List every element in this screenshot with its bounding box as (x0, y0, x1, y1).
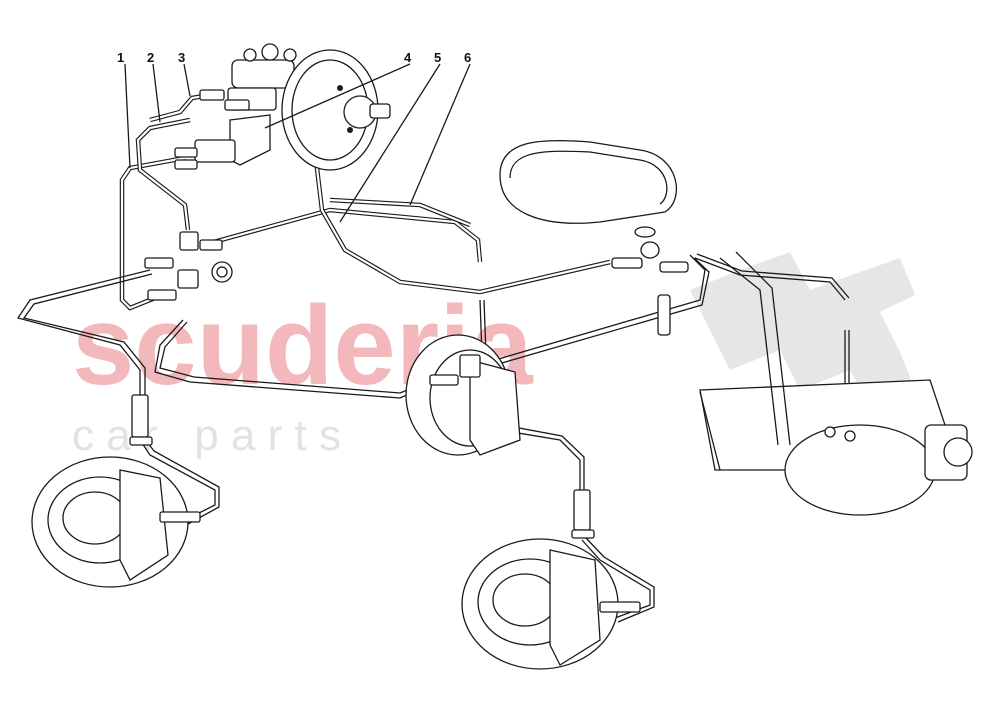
callout-labels: 1 2 3 4 5 6 (117, 50, 471, 65)
fluid-reservoir (499, 139, 689, 336)
callout-1: 1 (117, 50, 124, 65)
brake-booster-assembly (174, 43, 391, 171)
brake-disc-center (405, 334, 521, 456)
junction-fittings (144, 231, 233, 301)
callout-5: 5 (434, 50, 441, 65)
callout-6: 6 (464, 50, 471, 65)
rear-tank-assembly (699, 251, 973, 516)
callout-3: 3 (178, 50, 185, 65)
watermark-subtitle: c a r p a r t s (72, 411, 341, 460)
brake-disc-left (31, 394, 201, 588)
callout-leaders (124, 63, 471, 223)
callout-2: 2 (147, 50, 154, 65)
checkered-flag-watermark (690, 252, 915, 405)
brake-lines (16, 92, 850, 623)
callout-4: 4 (404, 50, 412, 65)
brake-disc-right (461, 489, 641, 670)
